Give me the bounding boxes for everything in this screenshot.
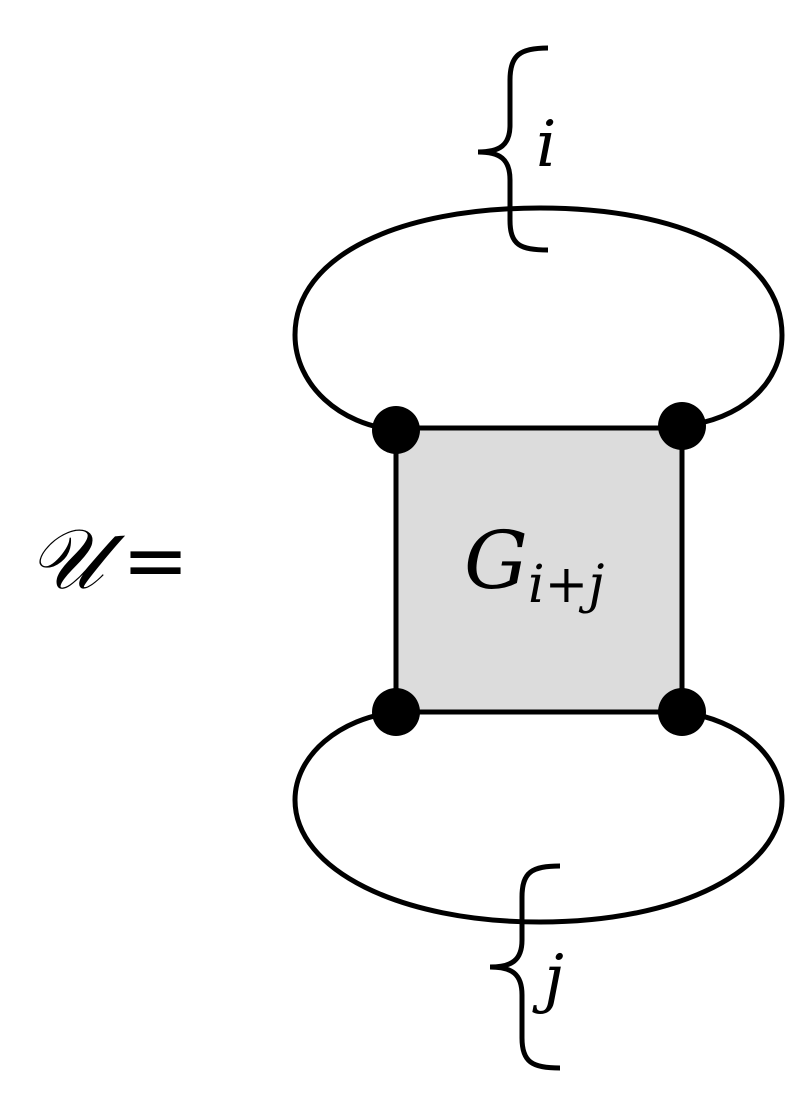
- tensor-label-main: G: [464, 514, 528, 607]
- node-top-right: [658, 402, 706, 450]
- tensor-label-subscript: i+j: [528, 555, 604, 615]
- bottom-index-label: j: [532, 942, 564, 1016]
- node-bottom-right: [658, 688, 706, 736]
- top-index-label: i: [536, 108, 556, 182]
- top-loop: [292, 205, 785, 433]
- bottom-brace: [489, 863, 561, 1071]
- equation-lhs: 𝒰: [28, 510, 126, 608]
- top-brace: [477, 45, 549, 253]
- node-bottom-left: [372, 688, 420, 736]
- equals-sign: =: [122, 514, 189, 607]
- bottom-loop: [292, 709, 785, 925]
- tensor-box: [393, 425, 685, 715]
- node-top-left: [372, 406, 420, 454]
